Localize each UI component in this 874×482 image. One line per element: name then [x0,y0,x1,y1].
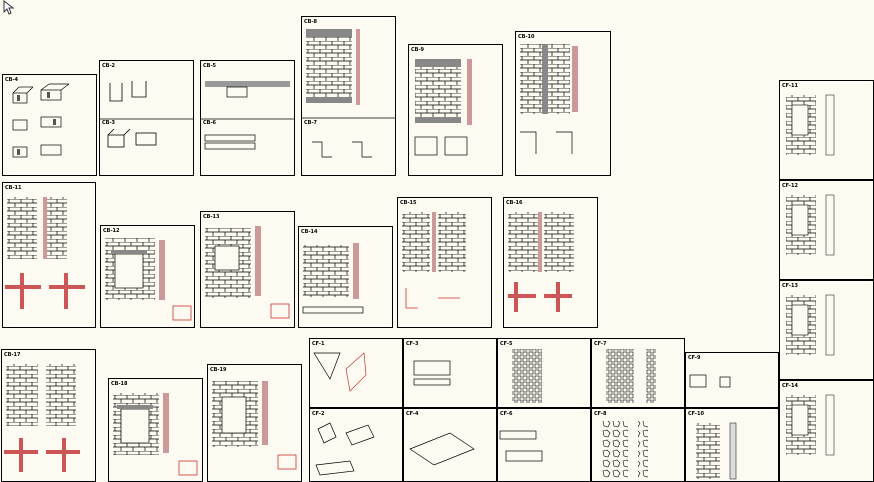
sheet-code: CB-18 [111,381,128,387]
detail-sheet-cb2[interactable]: CB-2 CB-3 [99,60,194,176]
detail-sheet-cb5[interactable]: CB-5 CB-6 [200,60,295,176]
sheet-code: CF-12 [782,183,798,189]
sheet-code: CF-1 [312,341,325,347]
wall-elevation-drawing [414,59,472,156]
detail-sheet-cf1[interactable]: CF-1 [309,338,403,408]
sheet-code: CF-4 [406,411,419,417]
detail-sheet-cb8[interactable]: CB-8 CB-7 [301,16,396,176]
wall-elevation-drawing [402,212,466,309]
detail-sheet-cf14[interactable]: CF-14 [779,380,874,482]
detail-sheet-cb14[interactable]: CB-14 [298,226,393,328]
detail-sheet-cb9[interactable]: CB-9 [408,44,503,176]
detail-sheet-cf5[interactable]: CF-5 [497,338,591,408]
detail-sheet-cb18[interactable]: CB-18 [108,378,203,482]
stone-pattern-drawing [602,421,648,479]
sheet-code: CB-10 [518,34,535,40]
wall-elevation-drawing [302,243,364,314]
detail-sheet-cf6[interactable]: CF-6 [497,408,591,482]
cut-block-drawing [313,352,367,392]
sheet-code: CB-5 [203,63,217,69]
u-block-drawing [100,81,193,148]
sheet-code: CB-12 [103,228,120,234]
detail-sheet-cf12[interactable]: CF-12 [779,180,874,280]
sheet-code: CB-13 [203,214,220,220]
sheet-code: CF-2 [312,411,325,417]
sheet-code: CB-6 [203,120,217,126]
block-plan-drawing [689,374,731,388]
sheet-code: CF-11 [782,83,798,89]
detail-sheet-cf11[interactable]: CF-11 [779,80,874,180]
wall-elevation-drawing [520,44,578,154]
detail-sheet-cf2[interactable]: CF-2 [309,408,403,482]
detail-sheet-cf9[interactable]: CF-9 [685,352,779,408]
sheet-code: CB-9 [411,47,425,53]
wall-elevation-drawing [302,29,395,158]
block-isometric-drawing [315,422,375,476]
sheet-code: CF-9 [688,355,701,361]
sheet-code: CB-14 [301,229,318,235]
block-isometrics-drawing [12,83,70,158]
detail-sheet-cb13[interactable]: CB-13 [200,211,295,328]
detail-sheet-cb19[interactable]: CB-19 [207,364,302,482]
block-plan-drawing [413,360,451,386]
sheet-code: CB-8 [304,19,318,25]
sheet-code: CF-8 [594,411,607,417]
wall-section-drawing [786,394,835,456]
sheet-code: CF-14 [782,383,798,389]
sheet-code: CF-3 [406,341,419,347]
mouse-cursor-icon [3,0,15,15]
wall-elevation-drawing [696,422,737,480]
pattern-block-drawing [512,349,542,403]
opening-elevation-drawing [113,393,198,476]
sheet-code: CF-13 [782,283,798,289]
detail-sheet-cf7[interactable]: CF-7 [591,338,685,408]
wall-section-drawing [786,94,835,156]
opening-elevation-drawing [105,238,192,321]
sheet-code: CB-4 [5,77,19,83]
detail-sheet-cb4[interactable]: CB-4 [2,74,97,176]
sheet-code: CF-5 [500,341,513,347]
sheet-code: CB-16 [506,200,523,206]
block-isometric-drawing [409,432,475,466]
sheet-code: CB-3 [102,120,116,126]
sheet-code: CB-15 [400,200,417,206]
sheet-code: CB-17 [4,352,21,358]
detail-sheet-cb16[interactable]: CB-16 [503,197,598,328]
detail-sheet-cb11[interactable]: CB-11 [2,182,96,328]
wall-elevation-drawing [5,197,85,309]
sheet-code: CF-10 [688,411,704,417]
opening-elevation-drawing [205,226,290,319]
detail-sheet-cb10[interactable]: CB-10 [515,31,611,176]
detail-sheet-cf4[interactable]: CF-4 [403,408,497,482]
detail-sheet-cf8[interactable]: CF-8 [591,408,685,482]
detail-sheet-cf13[interactable]: CF-13 [779,280,874,380]
lintel-section-drawing [201,81,294,150]
sheet-code: CB-2 [102,63,116,69]
sheet-code: CB-11 [5,185,22,191]
detail-sheet-cb15[interactable]: CB-15 [397,197,492,328]
sheet-code: CF-6 [500,411,513,417]
pattern-block-drawing [606,349,656,403]
wall-elevation-drawing [4,364,80,472]
wall-section-drawing [786,194,835,256]
detail-sheet-cb12[interactable]: CB-12 [100,225,195,328]
wall-section-drawing [786,294,835,356]
sheet-code: CB-19 [210,367,227,373]
sheet-code: CF-7 [594,341,607,347]
detail-sheet-cf3[interactable]: CF-3 [403,338,497,408]
sheet-code: CB-7 [304,120,318,126]
block-section-drawing [499,430,543,462]
detail-sheet-cb17[interactable]: CB-17 [1,349,96,482]
wall-elevation-drawing [508,212,574,312]
opening-elevation-drawing [212,381,297,470]
detail-sheet-cf10[interactable]: CF-10 [685,408,779,482]
